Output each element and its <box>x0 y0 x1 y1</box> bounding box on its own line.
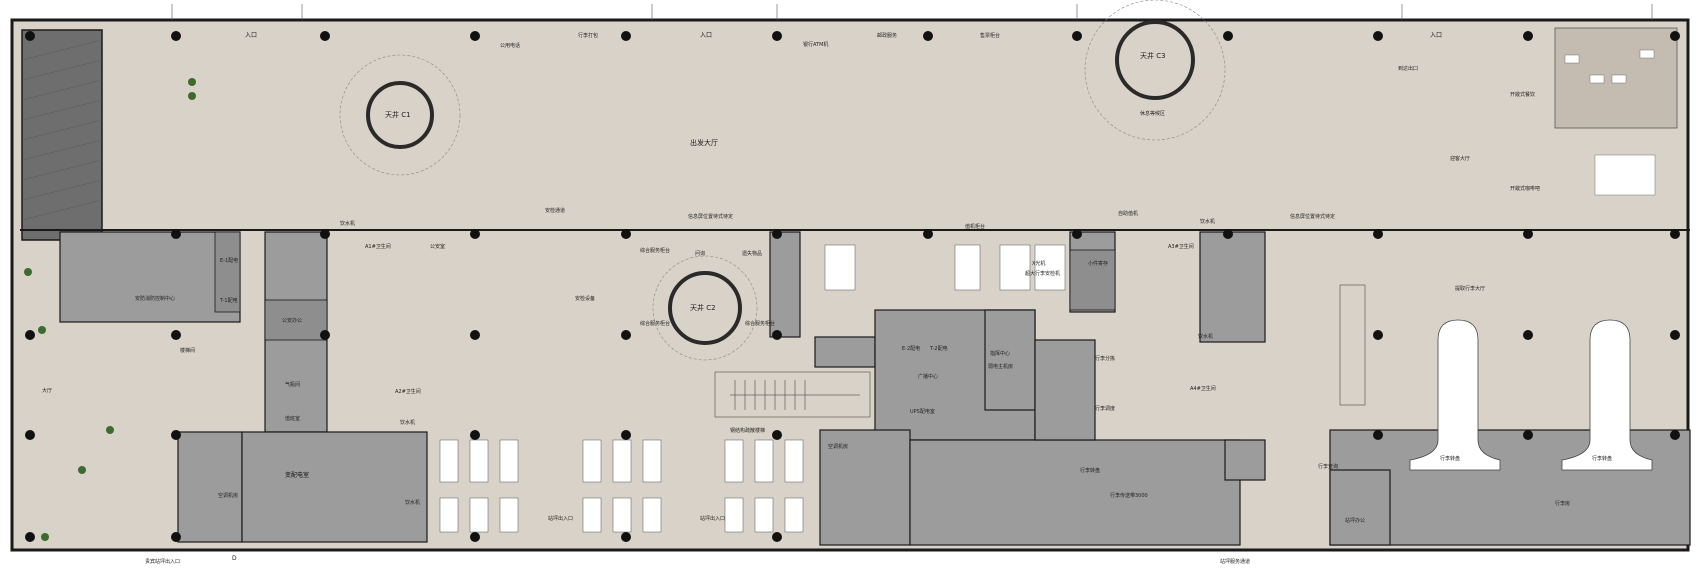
label-luggage-room-1: 行李分拣 <box>1095 355 1115 362</box>
label-self-checkin: 自助值机 <box>1118 210 1138 217</box>
label-hvac-room-2: 空调机房 <box>828 443 848 450</box>
service-rooms <box>59 231 1691 546</box>
label-col-d: D <box>232 555 237 562</box>
label-departure-hall: 出发大厅 <box>690 138 718 147</box>
top-axis-ticks <box>171 4 1653 20</box>
label-arrival-hall: 迎客大厅 <box>1450 155 1470 162</box>
label-arrival-exit: 到达出口 <box>1398 65 1418 72</box>
label-water-1: 饮水机 <box>340 220 355 227</box>
label-water-2: 饮水机 <box>1200 218 1215 225</box>
label-ups: UPS配电室 <box>910 408 935 415</box>
label-signal-center: 指挥中心 <box>990 350 1010 357</box>
label-office-duty: 公安办公 <box>282 317 302 324</box>
label-e1-power: E-1配电 <box>220 257 238 264</box>
label-a3-wc: A3#卫生间 <box>1168 243 1194 250</box>
label-security-equipment: 安检设备 <box>575 295 595 302</box>
label-open-catering: 开敞式餐饮 <box>1510 91 1535 98</box>
label-stairs: 楼梯间 <box>180 347 195 354</box>
label-luggage-sorting: 行李转盘 <box>1080 467 1100 474</box>
label-service-counter-1: 综合服务柜台 <box>640 247 670 254</box>
left-hatched-block <box>21 29 103 241</box>
label-info-screen-2: 信息屏位置待式待定 <box>1290 213 1335 220</box>
label-luggage-belt: 行李传送带3000 <box>1110 492 1148 499</box>
label-rest-waiting: 休息等候区 <box>1140 110 1165 117</box>
label-substation: 变配电室 <box>285 471 309 479</box>
label-public-phone: 公用电话 <box>500 42 520 49</box>
label-water-3: 饮水机 <box>400 419 415 426</box>
label-atm: 银行ATM机 <box>803 41 828 48</box>
label-baggage-claim-hall: 提取行李大厅 <box>1455 285 1485 292</box>
label-inquiry: 问询 <box>695 250 705 257</box>
label-service-counter-2: 综合服务柜台 <box>640 320 670 327</box>
label-info-screen-1: 信息屏位置待式待定 <box>688 213 733 220</box>
label-broadcast: 广播中心 <box>918 373 938 380</box>
label-oversize-luggage: 超大行李安检机 <box>1025 270 1060 277</box>
label-airside-road: 站坪服务通道 <box>1220 558 1250 565</box>
label-security-channel: 安检通道 <box>545 207 565 214</box>
label-xray: X光机 <box>1032 260 1045 267</box>
label-airside-exit-2: 站坪出入口 <box>700 515 725 522</box>
label-luggage-hall: 行李房 <box>1555 500 1570 507</box>
plants <box>24 78 196 541</box>
label-service-counter-3: 综合服务柜台 <box>745 320 775 327</box>
label-baggage-claim-2: 行李转盘 <box>1592 455 1612 462</box>
top-labels: 入口 入口 入口 公用电话 行李打包 银行ATM机 邮政服务 售票柜台 天井 C… <box>245 32 1540 312</box>
label-lobby: 大厅 <box>42 387 52 394</box>
label-water-5: 饮水机 <box>1198 333 1213 340</box>
label-gas-room: 气瓶间 <box>285 381 300 388</box>
label-a2-wc: A2#卫生间 <box>395 388 421 395</box>
label-checkin-counter: 值机柜台 <box>965 223 985 230</box>
label-small-items: 小件寄存 <box>1088 260 1108 267</box>
label-e2-power: E-2配电 <box>902 345 920 352</box>
label-t1-power: T-1配电 <box>219 297 238 304</box>
label-atrium-c3: 天井 C3 <box>1140 51 1166 60</box>
label-office-room: 公安室 <box>430 243 445 250</box>
security-lanes <box>439 439 804 533</box>
label-vip-entrance: 贵宾站坪出入口 <box>145 558 180 565</box>
atrium-c3 <box>1084 0 1226 141</box>
checkin-counters <box>824 244 1066 291</box>
label-entrance-top-3: 入口 <box>1430 32 1442 39</box>
label-entrance-top-2: 入口 <box>700 32 712 39</box>
label-airside-exit-1: 站坪出入口 <box>548 515 573 522</box>
label-entrance-top-1: 入口 <box>245 32 257 39</box>
label-duty-room-2: 值班室 <box>285 415 300 422</box>
label-luggage-room-2: 行李调度 <box>1095 405 1115 412</box>
label-baggage-claim-1: 行李转盘 <box>1440 455 1460 462</box>
label-security-fire: 安防消防控制中心 <box>135 295 175 302</box>
label-a1-wc: A1#卫生间 <box>365 243 391 250</box>
staircase <box>714 284 1366 418</box>
middle-labels: 饮水机 安检通道 信息屏位置待式待定 值机柜台 自助值机 饮水机 信息屏位置待式… <box>42 207 1485 470</box>
label-weak-power: 弱电主机房 <box>988 363 1013 370</box>
atrium-c1 <box>339 54 461 176</box>
label-atrium-c1: 天井 C1 <box>385 110 411 119</box>
label-ticket-counter: 售票柜台 <box>980 32 1000 39</box>
label-a4-wc: A4#卫生间 <box>1190 385 1216 392</box>
label-hvac-room-1: 空调机房 <box>218 492 238 499</box>
label-baggage-check: 行李查询 <box>1318 463 1338 470</box>
atrium-c2 <box>652 255 758 361</box>
label-atrium-c2: 天井 C2 <box>690 303 716 312</box>
label-t2-power: T-2配电 <box>929 345 948 352</box>
label-open-cafe: 开敞式咖啡吧 <box>1510 185 1540 192</box>
label-luggage-pack: 行李打包 <box>578 32 598 39</box>
lower-labels: E-2配电 T-2配电 广播中心 UPS配电室 指挥中心 弱电主机房 行李分拣 … <box>145 333 1612 565</box>
label-post-service: 邮政服务 <box>877 32 897 39</box>
label-lost-found: 遗失物品 <box>742 250 762 257</box>
label-water-4: 饮水机 <box>405 499 420 506</box>
baggage-carousels <box>1409 319 1653 471</box>
structural-columns <box>25 31 1680 542</box>
label-fire-stairs: 钢结构疏散楼梯 <box>730 427 765 434</box>
label-station-office: 站坪办公 <box>1345 517 1365 524</box>
